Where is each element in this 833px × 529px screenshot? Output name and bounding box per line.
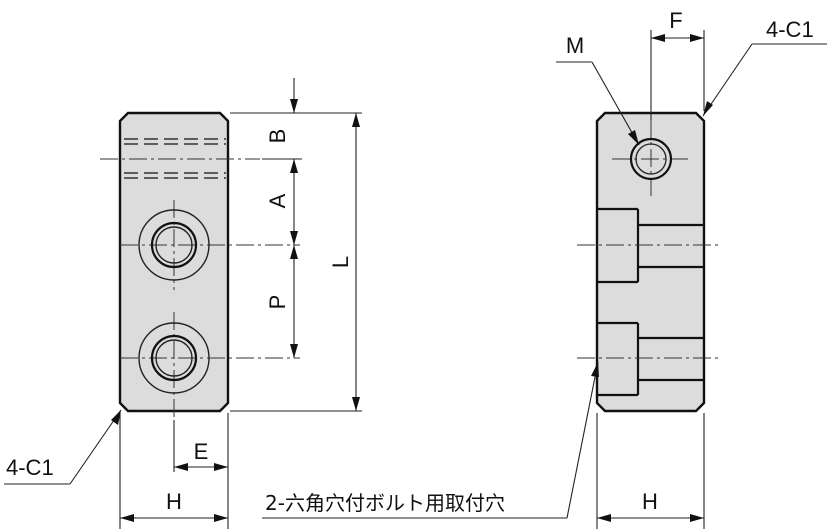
dim-label-E: E xyxy=(194,439,209,464)
chamfer-note-bottom-left: 4-C1 xyxy=(6,455,54,480)
counterbore-hole-lower xyxy=(138,322,210,394)
front-view-dimensions: B A P L E H 4-C1 xyxy=(4,78,362,529)
dim-label-F: F xyxy=(669,8,682,33)
side-view-body xyxy=(595,111,706,413)
dim-label-P: P xyxy=(265,295,290,310)
tapped-hole-M xyxy=(629,137,673,181)
dim-label-A: A xyxy=(265,193,290,208)
thread-label-M: M xyxy=(566,33,584,58)
dim-label-L: L xyxy=(328,256,353,268)
dim-label-H-left: H xyxy=(166,489,182,514)
chamfer-note-top-right: 4-C1 xyxy=(766,17,814,42)
mounting-hole-note: 2-六角穴付ボルト用取付穴 xyxy=(265,491,505,515)
side-view xyxy=(577,111,722,413)
side-view-dimensions: F M 4-C1 H 2-六角穴付ボルト用取付穴 xyxy=(262,8,827,529)
front-view xyxy=(100,111,300,420)
dim-label-H-right: H xyxy=(642,489,658,514)
dim-label-B: B xyxy=(265,129,290,144)
counterbore-hole-upper xyxy=(138,209,210,281)
